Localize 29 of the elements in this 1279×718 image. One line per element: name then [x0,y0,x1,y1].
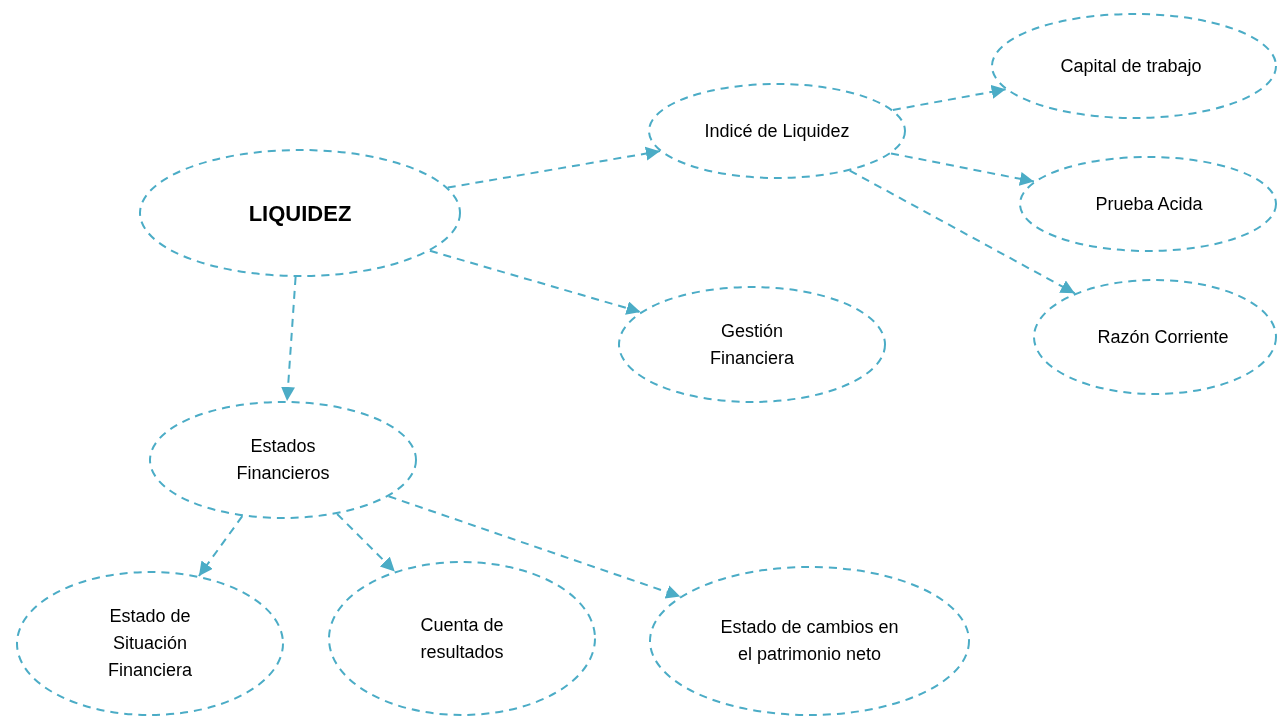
dashed-arrow [446,146,661,189]
oval-node [1019,156,1277,252]
oval-node [991,13,1277,119]
dashed-arrow [848,169,1076,295]
oval-node [618,286,886,403]
oval-node [149,401,417,519]
node-label: Gestión Financiera [708,319,795,370]
oval-node [649,566,970,716]
node-label: Capital de trabajo [1059,54,1203,78]
oval-node [139,149,461,277]
node-label: Prueba Acida [1094,192,1204,216]
oval-node [16,571,284,716]
dashed-arrow [281,276,297,403]
node-label: Indicé de Liquidez [704,119,850,143]
node-label: Estados Financieros [235,435,331,485]
oval-node [1033,279,1277,395]
dashed-arrow [336,512,396,573]
dashed-arrow [197,515,244,577]
oval-node [648,83,906,179]
title-label: LIQUIDEZ [248,199,352,228]
node-label: Razón Corriente [1096,325,1230,349]
dashed-arrow [428,249,642,315]
node-label: Estado de cambios en el patrimonio neto [719,616,900,666]
dashed-arrow [890,152,1035,186]
dashed-arrow [387,495,682,599]
oval-node [328,561,596,716]
dashed-arrow [891,85,1007,111]
node-label: Estado de Situación Financiera [106,605,193,682]
node-label: Cuenta de resultados [419,613,505,664]
